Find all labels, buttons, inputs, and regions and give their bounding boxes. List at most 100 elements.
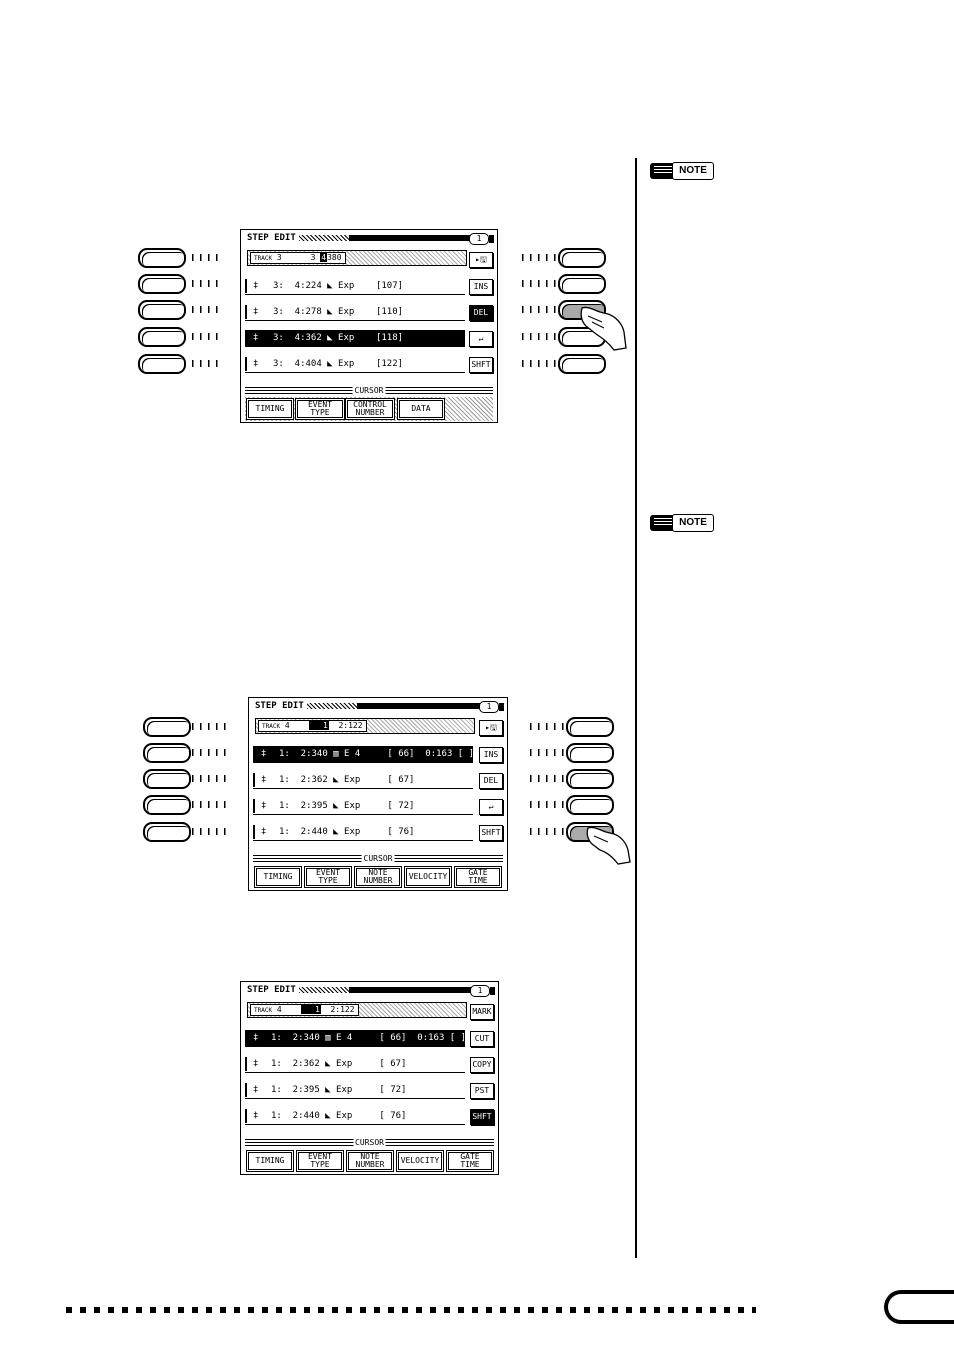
event-type-button[interactable]: EVENT TYPE (295, 398, 345, 420)
button-guide (192, 801, 232, 808)
button-guide (184, 254, 224, 261)
page-number: 1 (470, 985, 495, 997)
mark-button[interactable]: MARK (470, 1004, 494, 1020)
event-row[interactable]: ‡3: 4:278 ◣ Exp [110] (245, 304, 465, 321)
event-marker: ‡ (253, 359, 259, 369)
function-bar: TIMING EVENT TYPE NOTE NUMBER VELOCITY G… (245, 1149, 494, 1173)
right-panel-button-2[interactable] (558, 274, 606, 294)
shift-button[interactable]: SHFT (470, 1109, 494, 1125)
title-bar (299, 235, 473, 241)
left-panel-button-1[interactable] (138, 248, 186, 268)
insert-button[interactable]: INS (479, 747, 503, 763)
velocity-button[interactable]: VELOCITY (396, 1150, 444, 1172)
track-measure: 1 (300, 1005, 321, 1014)
right-panel-button-2[interactable] (566, 743, 614, 763)
button-guide (192, 749, 232, 756)
event-marker: ‡ (261, 749, 267, 759)
cursor-label: CURSOR (361, 854, 395, 863)
delete-button[interactable]: DEL (469, 305, 493, 321)
copy-button[interactable]: COPY (470, 1057, 494, 1073)
event-row[interactable]: ‡ 1: 2:395 ◣ Exp [ 72] (245, 1082, 465, 1099)
left-panel-button-5[interactable] (138, 354, 186, 374)
note-number-button[interactable]: NOTE NUMBER (346, 1150, 394, 1172)
event-marker: ‡ (253, 281, 259, 291)
event-text: 1: 2:440 ◣ Exp [ 76] (279, 827, 415, 837)
page-number: 1 (479, 701, 504, 713)
gate-time-button[interactable]: GATE TIME (446, 1150, 494, 1172)
title-bar (307, 703, 483, 709)
event-type-button[interactable]: EVENT TYPE (296, 1150, 344, 1172)
track-row[interactable]: TRACK 4 1 2:122 (255, 718, 475, 734)
button-guide (522, 306, 562, 313)
event-row[interactable]: ‡1: 2:362 ◣ Exp [ 67] (245, 1056, 465, 1073)
event-row-selected[interactable]: ‡ 1: 2:340 ▥ E 4 [ 66] 0:163 [ ] (253, 746, 475, 763)
event-row-selected[interactable]: ‡1: 2:340 ▥ E 4 [ 66] 0:163 [ ] (245, 1030, 466, 1047)
event-row[interactable]: ‡1: 2:440 ◣ Exp [ 76] (253, 824, 473, 841)
track-row[interactable]: TRACK 4 1 2:122 (247, 1002, 467, 1018)
event-row[interactable]: ‡1: 2:440 ◣ Exp [ 76] (245, 1108, 465, 1125)
footer-dotted-rule (66, 1307, 756, 1313)
left-panel-button-2[interactable] (143, 743, 191, 763)
timing-button[interactable]: TIMING (254, 866, 302, 888)
enter-button[interactable]: ↵ (469, 331, 493, 347)
page-number: 1 (469, 233, 494, 245)
data-button[interactable]: DATA (397, 398, 445, 420)
track-label: TRACK (254, 1007, 273, 1014)
button-guide (192, 775, 232, 782)
timing-button[interactable]: TIMING (246, 1150, 294, 1172)
gate-time-button[interactable]: GATE TIME (454, 866, 502, 888)
note-number-button[interactable]: NOTE NUMBER (354, 866, 402, 888)
button-guide (184, 360, 224, 367)
right-panel-button-1[interactable] (558, 248, 606, 268)
cursor-label: CURSOR (353, 1138, 386, 1147)
left-panel-button-4[interactable] (143, 795, 191, 815)
event-marker: ‡ (253, 333, 259, 343)
shift-button[interactable]: SHFT (469, 357, 493, 373)
control-number-button[interactable]: CONTROL NUMBER (345, 398, 395, 420)
track-info: TRACK 3 3 4380 (250, 252, 346, 264)
track-row[interactable]: TRACK 3 3 4380 (247, 250, 467, 266)
timing-button[interactable]: TIMING (246, 398, 294, 420)
cursor-divider: CURSOR (245, 1138, 494, 1147)
left-panel-button-4[interactable] (138, 327, 186, 347)
right-panel-button-1[interactable] (566, 717, 614, 737)
shift-button[interactable]: SHFT (479, 825, 503, 841)
left-panel-button-5[interactable] (143, 822, 191, 842)
note-label: NOTE (672, 162, 714, 180)
velocity-button[interactable]: VELOCITY (404, 866, 452, 888)
left-panel-button-3[interactable] (138, 300, 186, 320)
note-icon: NOTE (650, 514, 714, 532)
event-row[interactable]: ‡3: 4:404 ◣ Exp [122] (245, 356, 465, 373)
title-bar (299, 987, 474, 993)
event-row[interactable]: ‡1: 2:395 ◣ Exp [ 72] (253, 798, 473, 815)
event-row-selected[interactable]: ‡3: 4:362 ◣ Exp [118] (245, 330, 465, 347)
right-panel-button-3[interactable] (566, 769, 614, 789)
left-panel-button-2[interactable] (138, 274, 186, 294)
screen-title: STEP EDIT (247, 985, 298, 995)
event-type-button[interactable]: EVENT TYPE (304, 866, 352, 888)
track-measure: 1 (308, 721, 329, 730)
event-text: 1: 2:340 ▥ E 4 [ 66] 0:163 [ ] (279, 749, 475, 759)
event-row[interactable]: ‡ 3: 4:224 ◣ Exp [107] (245, 278, 465, 295)
button-guide (192, 723, 232, 730)
left-panel-button-1[interactable] (143, 717, 191, 737)
event-marker: ‡ (253, 1085, 259, 1095)
cut-button[interactable]: CUT (470, 1031, 494, 1047)
event-row[interactable]: ‡1: 2:362 ◣ Exp [ 67] (253, 772, 473, 789)
event-text: 3: 4:224 ◣ Exp [107] (273, 281, 404, 291)
event-text: 1: 2:395 ◣ Exp [ 72] (271, 1085, 407, 1095)
right-panel-button-4[interactable] (566, 795, 614, 815)
insert-button[interactable]: INS (469, 279, 493, 295)
save-button[interactable]: ▸🖫 (479, 720, 503, 736)
track-clock: 380 (327, 253, 342, 262)
save-button[interactable]: ▸🖫 (469, 252, 493, 268)
delete-button[interactable]: DEL (479, 773, 503, 789)
left-panel-button-3[interactable] (143, 769, 191, 789)
event-text: 1: 2:440 ◣ Exp [ 76] (271, 1111, 407, 1121)
paste-button[interactable]: PST (470, 1083, 494, 1099)
right-panel-button-5[interactable] (558, 354, 606, 374)
title-row: STEP EDIT 1 (253, 701, 504, 713)
enter-button[interactable]: ↵ (479, 799, 503, 815)
screen-title: STEP EDIT (255, 701, 306, 711)
pressing-hand-icon (586, 826, 631, 865)
